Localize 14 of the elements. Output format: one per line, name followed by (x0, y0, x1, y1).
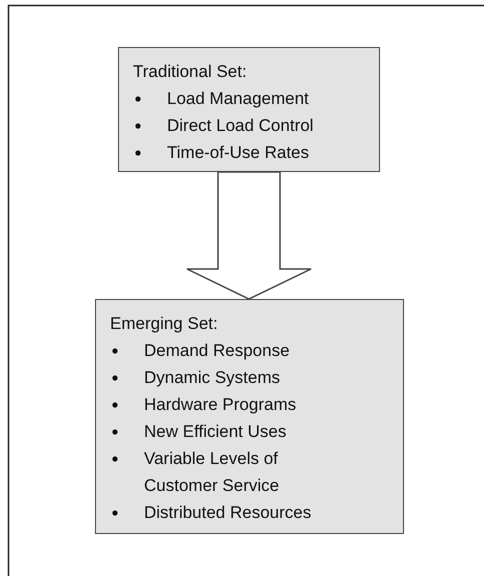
list-item: Direct Load Control (167, 112, 371, 139)
list-box (118, 47, 380, 172)
list-item: New Efficient Uses (144, 418, 349, 445)
list-box (95, 299, 404, 534)
list-item: Demand Response (144, 337, 349, 364)
list-item: Distributed Resources (144, 499, 349, 526)
list-item: Time-of-Use Rates (167, 139, 371, 166)
list-item: Variable Levels of Customer Service (144, 445, 349, 499)
list-item: Load Management (167, 85, 371, 112)
list-heading: Emerging Set: (110, 313, 219, 335)
list-item: Dynamic Systems (144, 364, 349, 391)
block-arrow (186, 171, 312, 300)
list-heading: Traditional Set: (133, 61, 248, 83)
list-item: Hardware Programs (144, 391, 349, 418)
